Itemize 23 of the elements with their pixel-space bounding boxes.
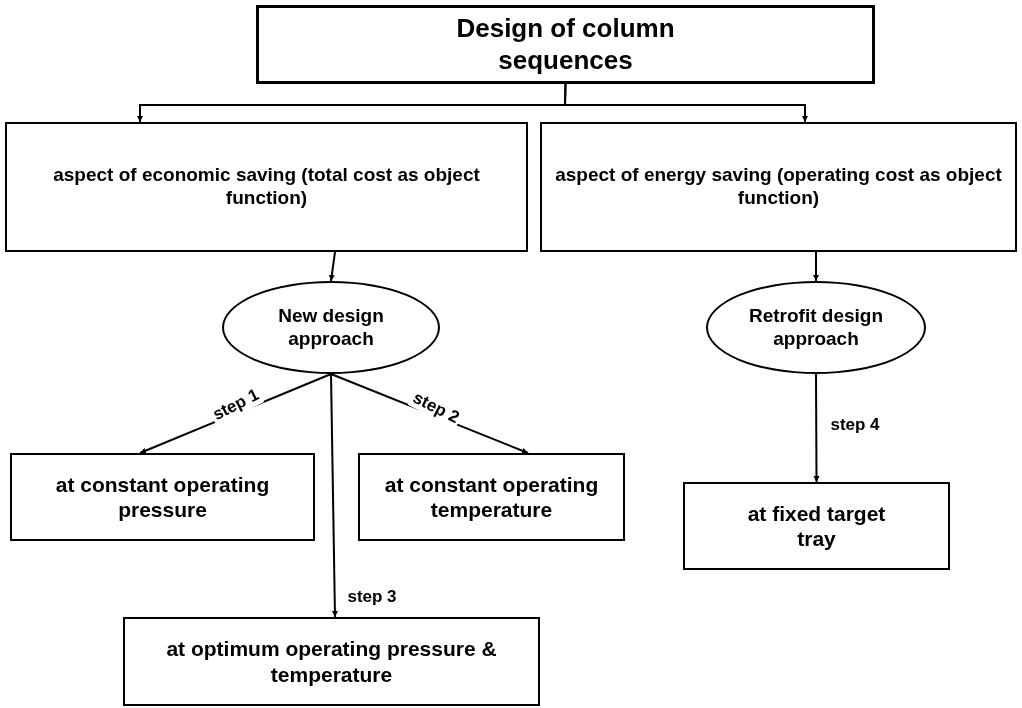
node-text: at fixed target tray <box>746 500 887 552</box>
node-text: aspect of energy saving (operating cost as object function) <box>554 164 1003 210</box>
edge-label: step 3 <box>345 587 399 607</box>
process-box <box>123 617 540 706</box>
title-box <box>256 5 875 84</box>
node-text: New design approach <box>277 304 385 351</box>
process-box <box>540 122 1017 252</box>
edge-label: step 4 <box>828 415 882 435</box>
process-box <box>683 482 950 570</box>
arrow <box>813 251 819 282</box>
node-text: Retrofit design approach <box>747 304 885 351</box>
arrow <box>328 251 336 282</box>
node-text: aspect of economic saving (total cost as object function) <box>52 164 481 210</box>
arrow <box>563 83 808 123</box>
node-text: at constant operating pressure <box>54 471 271 523</box>
process-box <box>5 122 528 252</box>
arrow <box>813 373 820 483</box>
process-box <box>10 453 315 541</box>
process-box <box>358 453 625 541</box>
node-text: Design of column sequences <box>455 13 676 76</box>
node-text: at optimum operating pressure & temperature <box>165 636 498 687</box>
arrow <box>330 373 338 618</box>
node-text: at constant operating temperature <box>383 471 600 523</box>
